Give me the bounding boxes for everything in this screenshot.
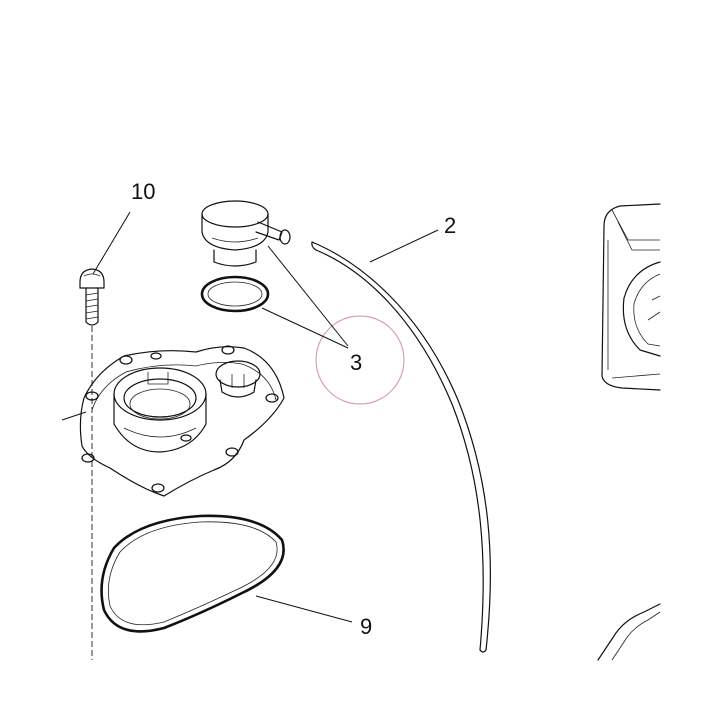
hose-part-2 bbox=[311, 241, 492, 651]
gasket-part-9 bbox=[100, 514, 285, 633]
callout-part-3: 3 bbox=[350, 350, 362, 375]
o-ring-part-3 bbox=[200, 275, 270, 313]
leader-part-3-a bbox=[267, 245, 349, 347]
hose-end-bottom bbox=[479, 649, 487, 653]
callout-part-2: 2 bbox=[444, 213, 456, 238]
leader-part-9 bbox=[255, 595, 353, 623]
hose-part-2-edge bbox=[315, 249, 484, 651]
fuel-pump-flange bbox=[79, 345, 285, 497]
tank-bottom-corner bbox=[597, 603, 661, 661]
valve-cap-part-3 bbox=[201, 200, 291, 267]
bolt-part-10 bbox=[79, 268, 105, 326]
hose-end-top bbox=[311, 241, 317, 251]
leader-part-2 bbox=[369, 229, 439, 263]
callout-part-10: 10 bbox=[131, 179, 155, 204]
callout-part-9: 9 bbox=[360, 614, 372, 639]
flange-leader-stub bbox=[61, 411, 87, 421]
leader-part-10 bbox=[92, 211, 131, 275]
leader-part-3-b bbox=[261, 307, 349, 349]
fuel-tank-partial bbox=[601, 203, 661, 391]
highlight-circle bbox=[315, 315, 405, 405]
